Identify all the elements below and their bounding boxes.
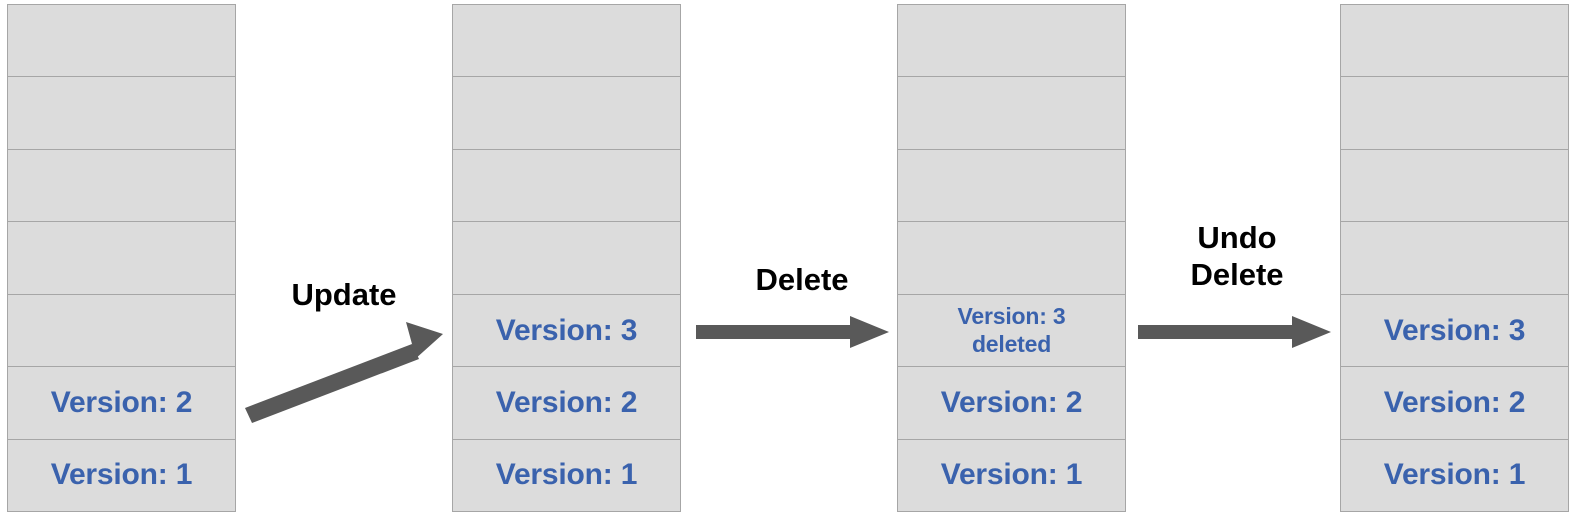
version-stack-after-undo-delete: Version: 3 Version: 2 Version: 1 (1340, 4, 1569, 512)
arrow-undo-delete-icon (1138, 316, 1331, 348)
version-cell: Version: 2 (452, 366, 681, 439)
version-cell: Version: 2 (897, 366, 1126, 439)
version-cell: Version: 2 (7, 366, 236, 439)
version-cell: Version: 1 (1340, 438, 1569, 512)
version-cell (7, 293, 236, 367)
version-cell (897, 221, 1126, 294)
version-cell (1340, 4, 1569, 77)
version-cell: Version: 1 (7, 438, 236, 512)
arrow-update-label: Update (291, 277, 397, 312)
arrow-delete: Delete (690, 258, 895, 358)
arrow-update-icon (245, 322, 443, 423)
version-cell (897, 76, 1126, 149)
version-cell-deleted: Version: 3 deleted (897, 293, 1126, 367)
version-stack-initial: Version: 2 Version: 1 (7, 4, 236, 512)
arrow-update: Update (236, 260, 452, 423)
arrow-delete-icon (696, 316, 889, 348)
version-cell (7, 148, 236, 222)
version-stack-after-delete: Version: 3 deleted Version: 2 Version: 1 (897, 4, 1126, 512)
version-cell (7, 221, 236, 294)
version-cell (452, 4, 681, 77)
version-cell (7, 76, 236, 149)
version-cell (1340, 221, 1569, 294)
version-cell (7, 4, 236, 77)
version-cell: Version: 2 (1340, 366, 1569, 439)
arrow-undo-delete: Undo Delete (1132, 220, 1342, 360)
version-cell (897, 4, 1126, 77)
version-cell (452, 221, 681, 294)
arrow-undo-delete-label: Undo Delete (1190, 220, 1284, 292)
arrow-delete-label: Delete (755, 262, 849, 297)
version-cell: Version: 3 (1340, 293, 1569, 367)
version-cell: Version: 1 (452, 438, 681, 512)
version-stack-after-update: Version: 3 Version: 2 Version: 1 (452, 4, 681, 512)
version-cell: Version: 1 (897, 438, 1126, 512)
version-cell (452, 148, 681, 222)
version-cell (452, 76, 681, 149)
version-cell (897, 148, 1126, 222)
version-cell (1340, 148, 1569, 222)
version-cell (1340, 76, 1569, 149)
version-cell: Version: 3 (452, 293, 681, 367)
